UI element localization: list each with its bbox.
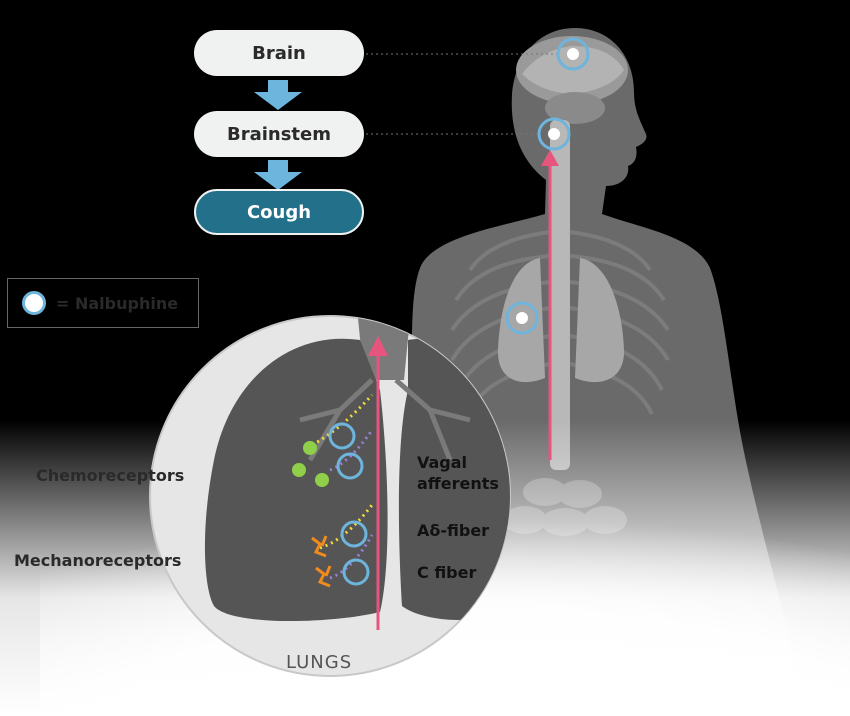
burst-icon [567,48,579,60]
burst-icon [548,128,560,140]
burst-icon [516,312,528,324]
chemoreceptor-icons [292,441,329,487]
mechanoreceptor-icons [311,535,332,588]
legend: = Nalbuphine [7,278,199,328]
vagal-label-line1: Vagal [417,453,468,472]
a-delta-fiber-label: Aδ-fiber [417,521,490,540]
c-fiber-label: C fiber [417,563,477,582]
lungs-zoom-circle [149,315,511,677]
body-signal-arrow [541,150,559,460]
flow-arrow-1 [254,80,302,110]
flow-step-brain: Brain [194,30,364,76]
legend-text: = Nalbuphine [56,293,179,313]
chemoreceptors-label: Chemoreceptors [36,466,185,485]
body-nalbuphine-markers [505,37,590,335]
nalbuphine-lung-marker [505,301,539,335]
nalbuphine-brain-marker [556,37,590,71]
mechanoreceptors-label: Mechanoreceptors [14,551,182,570]
flow-arrow-2 [254,160,302,190]
vagal-label-line2: afferents [417,474,499,493]
lungs-caption: LUNGS [286,652,353,673]
nalbuphine-marker-icon [22,291,46,315]
flow-step-brainstem: Brainstem [194,111,364,157]
nalbuphine-brainstem-marker [537,117,571,151]
flow-arrows [254,80,302,190]
flow-step-cough: Cough [194,189,364,235]
